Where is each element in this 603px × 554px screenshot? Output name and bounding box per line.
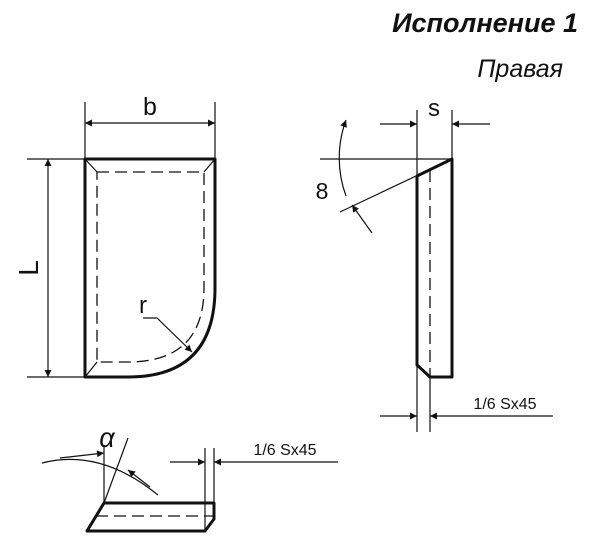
angle-extension-line — [339, 158, 453, 213]
front-view-corner-line — [84, 158, 98, 173]
front-view: b L r — [13, 93, 217, 379]
angle-arrow — [351, 204, 373, 234]
bottom-chamfer-label: 1/6 Sx45 — [253, 442, 316, 459]
width-label: b — [143, 93, 157, 121]
length-label: L — [13, 260, 44, 276]
bottom-view-outline — [85, 501, 216, 533]
angle-label: 8 — [316, 178, 329, 204]
bottom-view: 1/6 Sx45 α — [41, 423, 338, 533]
front-view-corner-line — [84, 361, 98, 378]
front-view-corner-line — [203, 158, 216, 173]
drawing-subtitle: Правая — [477, 55, 563, 83]
thickness-label: s — [428, 95, 440, 122]
angle-arc — [338, 119, 347, 197]
radius-label: r — [139, 292, 147, 319]
alpha-arc — [41, 458, 159, 496]
front-view-hidden-edge — [96, 171, 205, 363]
side-chamfer-label: 1/6 Sx45 — [473, 396, 536, 413]
front-view-outline — [83, 157, 217, 379]
side-view: s 8 1/6 Sx45 — [316, 95, 553, 432]
alpha-label: α — [99, 423, 116, 453]
alpha-arrow — [127, 469, 151, 488]
radius-leader — [143, 317, 193, 353]
alpha-arrow — [59, 450, 105, 459]
side-view-outline — [415, 157, 454, 379]
alpha-extension-line — [103, 437, 129, 504]
drawing-title: Исполнение 1 — [392, 8, 578, 38]
